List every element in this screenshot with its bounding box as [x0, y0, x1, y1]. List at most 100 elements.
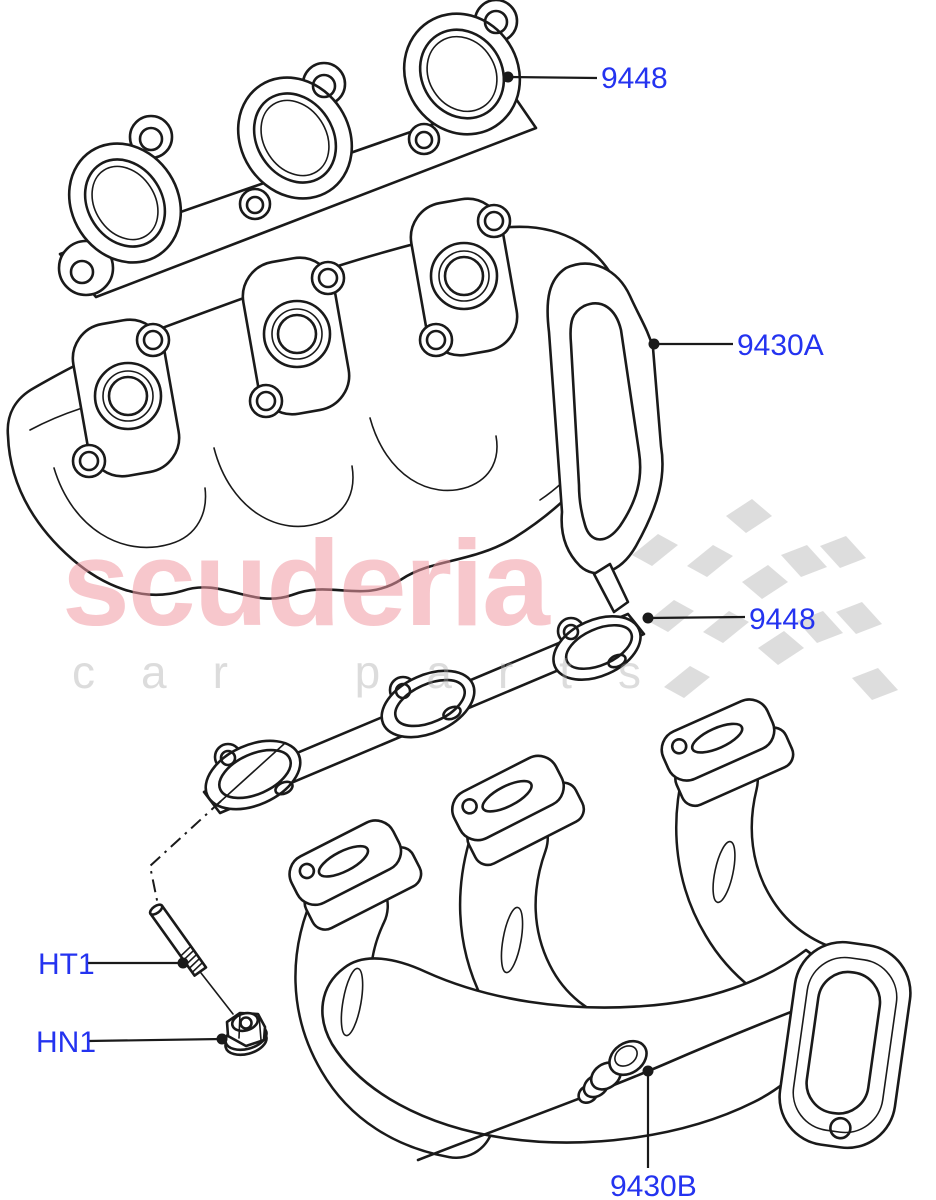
stud-drawing	[148, 903, 208, 977]
leader-dot-manifold-upper	[648, 338, 660, 350]
flag-cell	[797, 611, 843, 643]
leader-dot-nut	[216, 1033, 228, 1045]
manifold-lower-plate-3	[660, 698, 776, 782]
manifold-lower-port-2	[481, 779, 533, 813]
nut-drawing	[224, 1011, 268, 1057]
gasket-upper-lobe-2	[236, 76, 354, 200]
callout-gasket-lower[interactable]: 9448	[749, 603, 816, 636]
checkered-flag	[632, 499, 898, 700]
manifold-lower-vent-2	[500, 906, 524, 974]
manifold-upper-ear-hole-2b	[255, 390, 277, 412]
leader-dot-gasket-lower	[642, 612, 654, 624]
manifold-lower-plate-2	[451, 754, 565, 842]
manifold-upper-contour-2	[213, 447, 354, 528]
manifold-upper-ear-hole-3b	[425, 329, 447, 351]
gasket-upper-bolt-hole-corner	[69, 259, 95, 285]
stud-cap	[148, 903, 164, 916]
manifold-upper-bore-1	[93, 361, 163, 431]
manifold-lower-hole-1	[298, 862, 316, 880]
manifold-upper-bore-3	[429, 241, 499, 311]
leader-line-gasket-upper	[507, 75, 598, 80]
flag-cell	[687, 545, 733, 577]
flag-cell	[742, 565, 788, 599]
flag-cell	[820, 536, 866, 568]
manifold-upper-ear-1a	[135, 322, 171, 358]
manifold-upper-contour-1	[53, 467, 207, 549]
manifold-lower-outlet	[778, 940, 912, 1150]
gasket-lower-slot-3	[607, 653, 627, 669]
gasket-upper-port-3	[418, 28, 506, 120]
manifold-upper-ear-1b	[71, 443, 107, 479]
flag-cell	[726, 499, 772, 533]
manifold-upper-ear-3b	[418, 322, 454, 358]
manifold-upper-ear-2a	[310, 260, 346, 296]
flag-cell	[758, 631, 804, 665]
flag-cell	[648, 600, 694, 632]
gasket-upper-bolt-hole-2	[311, 73, 337, 99]
manifold-lower-port-3	[690, 722, 744, 754]
gasket-upper-port-2-inner	[260, 99, 330, 177]
gasket-lower-hole-2	[394, 682, 412, 700]
callout-stud[interactable]: HT1	[38, 948, 95, 981]
gasket-lower-lobe-3	[552, 615, 642, 681]
manifold-lower-vent-1	[340, 967, 364, 1037]
gasket-upper-port-1	[83, 158, 167, 248]
manifold-upper-bore-2-mid	[271, 308, 323, 360]
manifold-upper-bore-2-inner	[276, 313, 318, 355]
manifold-upper-outlet-opening	[569, 302, 642, 541]
watermark: scuderia car parts	[62, 499, 898, 700]
gasket-upper-lobe-1	[67, 142, 183, 264]
gasket-upper-port-1-inner	[91, 165, 159, 241]
manifold-upper-ear-hole-2a	[317, 267, 339, 289]
callout-nut[interactable]: HN1	[36, 1026, 96, 1059]
manifold-lower-drawing	[288, 698, 912, 1162]
manifold-upper-bore-1-inner	[107, 375, 149, 417]
callout-manifold-lower[interactable]: 9430B	[610, 1170, 697, 1200]
callout-gasket-upper[interactable]: 9448	[601, 62, 668, 95]
gasket-lower-slot-2	[442, 705, 462, 721]
gasket-upper-port-2	[252, 92, 338, 184]
gasket-lower-align-line	[220, 743, 285, 802]
gasket-upper-bolt-hole-1	[138, 126, 164, 152]
manifold-lower-front-edge	[416, 994, 834, 1162]
stud-threads	[179, 945, 204, 974]
manifold-upper-drawing	[6, 197, 664, 614]
flag-cell	[664, 666, 710, 698]
manifold-upper-bore-2	[262, 299, 332, 369]
leader-dot-manifold-lower	[642, 1065, 654, 1077]
manifold-lower-flange-3	[660, 698, 795, 808]
gasket-lower-drawing	[202, 612, 646, 815]
gasket-upper-lobe-3	[402, 12, 522, 136]
manifold-upper-ear-hole-1b	[78, 450, 100, 472]
stud-to-nut-line	[200, 972, 234, 1015]
manifold-lower-port-1	[317, 844, 370, 878]
manifold-lower-flange-2	[451, 754, 586, 867]
gasket-upper-midtab-1	[238, 187, 272, 221]
gasket-lower-port-3	[564, 623, 634, 671]
gasket-upper-midtab-2	[407, 122, 441, 156]
flag-cell	[836, 602, 882, 634]
manifold-lower-hole-2	[461, 798, 478, 815]
gasket-upper-drawing	[57, 0, 538, 299]
manifold-lower-outlet-opening	[805, 970, 882, 1115]
manifold-upper-bore-3-inner	[443, 255, 485, 297]
manifold-lower-outlet-hole	[829, 1116, 852, 1140]
watermark-tagline: car parts	[72, 646, 687, 698]
manifold-lower-collector	[321, 948, 832, 1144]
watermark-brand: scuderia	[62, 515, 551, 651]
leader-line-nut	[87, 1037, 223, 1043]
leader-dot-stud	[177, 957, 189, 969]
callouts: 9448 9430A 9448 HT1 HN1 9430B	[36, 62, 824, 1200]
manifold-upper-ear-hole-3a	[483, 210, 505, 232]
gasket-lower-hole-3	[562, 623, 580, 641]
flag-cell	[781, 545, 827, 577]
sensor-boss-cap-inner	[614, 1045, 638, 1067]
callout-manifold-upper[interactable]: 9430A	[737, 329, 824, 362]
gasket-lower-port-1	[218, 748, 292, 800]
manifold-upper-contour-3	[369, 417, 498, 492]
assembly-centerline	[148, 800, 222, 911]
flag-cell	[632, 534, 678, 566]
gasket-lower-hole-1	[219, 749, 237, 767]
manifold-upper-outlet-spike	[592, 562, 630, 614]
